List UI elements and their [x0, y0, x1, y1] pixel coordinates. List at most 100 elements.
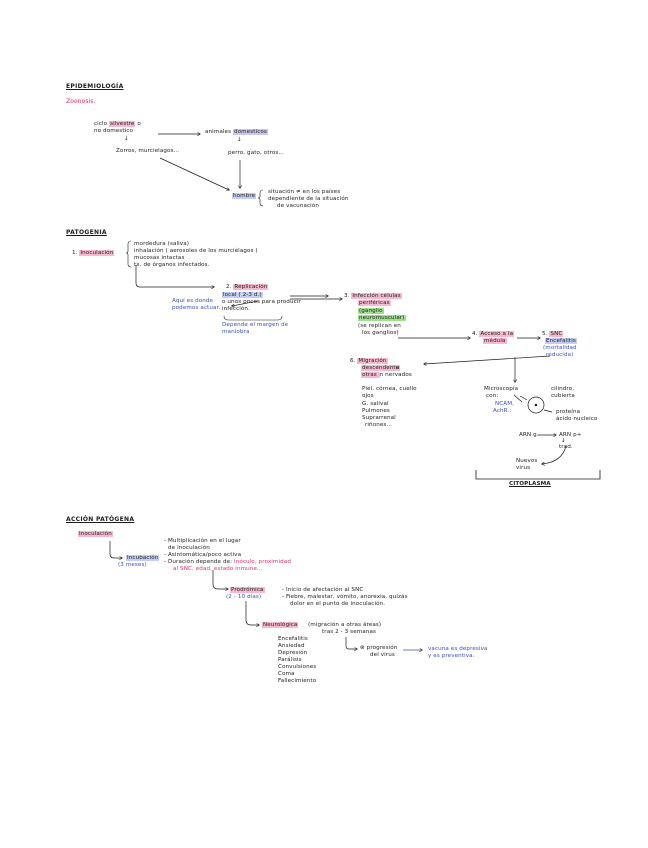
ino-line2: de inoculación — [168, 545, 210, 551]
inoculacion-label: Inoculación — [78, 531, 113, 537]
incub-time: (3 meses) — [118, 562, 147, 568]
zorros-text: Zorros, murcielagos... — [116, 148, 180, 154]
arrow-incub-prodro — [212, 570, 228, 589]
step6-line2: descendente — [361, 365, 401, 371]
hombre-text: hombre — [232, 193, 257, 199]
nuevos-line1: Nuevos — [516, 458, 538, 464]
micro-line3: NCAM, — [495, 401, 515, 407]
step2-line3: infección. — [222, 306, 250, 312]
cell-line3: proteína — [556, 409, 581, 415]
arrow-neuro-progresion — [345, 637, 357, 649]
arrow-prodro-neuro — [245, 601, 259, 625]
animales-domesticos-text: animales domesticos — [205, 129, 268, 135]
step4-line2: médula — [483, 338, 507, 344]
nuevos-line2: virus — [516, 465, 531, 471]
step6-migracion: 6. Migración — [350, 358, 388, 364]
neuro-item-5: Coma — [278, 671, 295, 677]
arrow-snc-migracion — [424, 355, 551, 364]
step1-inoculacion: 1. Inoculación — [72, 250, 115, 256]
cell-line2: cubierta — [551, 393, 575, 399]
step6-line3: a — [394, 365, 400, 371]
brace-depende — [223, 315, 283, 321]
neuro-item-2: Depresión — [278, 650, 308, 656]
neuro-line1: (migración a otras áreas) — [308, 622, 382, 628]
step5-line3: (mortalidad — [543, 345, 577, 351]
circle-line1: ⊗ progresión — [360, 645, 398, 651]
ino-line1: - Multiplicación en el lugar — [164, 538, 241, 544]
circle-line2: del virus — [370, 652, 395, 658]
step5-snc: 5. SNC — [542, 331, 564, 337]
micro-line4: AchR.. — [493, 408, 512, 414]
perro-text: perro, gato, otros... — [228, 150, 285, 156]
cell-line1: cilindro, — [551, 386, 575, 392]
section-title-accion-patogena: ACCIÓN PATÓGENA — [66, 516, 135, 523]
step3-infeccion: 3. Infección células — [344, 293, 402, 299]
rna-out: ARN p+ — [559, 432, 582, 438]
mig-item-0: Piel, córnea, cuello — [362, 386, 417, 392]
prodro-time: (2 - 10 días) — [226, 594, 262, 600]
step2-line1: local ( 2-3 d.) — [222, 292, 263, 298]
micro-line1: Microscopía — [484, 386, 519, 392]
vacuna-line1: vacuna es depresiva — [428, 646, 488, 652]
mig-item-1: ojos — [362, 393, 374, 399]
section-title-epidemiologia: EPIDEMIOLOGÍA — [66, 83, 124, 90]
mig-item-3: Pulmones — [362, 408, 390, 414]
virus-cell-circle — [527, 396, 545, 414]
cell-line4: ácido nucleico — [556, 416, 598, 422]
step3-line6: los ganglios) — [362, 330, 399, 336]
step1-item-3: tx. de órganos infectados. — [134, 262, 210, 268]
incub-line3: al SNC, edad, estado inmune... — [173, 566, 263, 572]
situacion-line3: de vacunación — [277, 203, 319, 209]
zoonosis-label: Zoonosis. — [66, 98, 96, 105]
line-cell-cilindro — [519, 395, 528, 401]
section-title-patogenia: PATOGENIA — [66, 229, 107, 236]
mig-item-5: riñones... — [365, 422, 393, 428]
prodromica-label: Prodrómica — [230, 587, 265, 593]
vacuna-line2: y es preventiva. — [428, 653, 475, 659]
incubacion-label: Incubación — [126, 555, 160, 561]
step1-item-2: mucosas intactas — [134, 255, 185, 261]
neuro-item-0: Encefalitis — [278, 636, 308, 642]
step3-line2: periféricas — [358, 300, 391, 306]
prodro-line1: - Inicio de afectación al SNC — [282, 587, 364, 593]
neuro-item-3: Parálisis — [278, 657, 302, 663]
step3-line3: (ganglio — [358, 308, 384, 314]
depende-line2: maniobra — [222, 329, 250, 335]
arrow-inoc-incub — [109, 541, 122, 558]
mig-item-2: G. salival — [362, 401, 389, 407]
step6-line4: otras n nervados — [361, 372, 412, 378]
bracket-citoplasma — [475, 470, 601, 480]
rna-out3: trad. — [559, 444, 573, 450]
citoplasma-label: CITOPLASMA — [509, 481, 551, 487]
depende-line1: Depende el margen de — [222, 322, 289, 328]
ciclo-line2: no domestico — [94, 128, 133, 134]
rna-out2: ↓ — [561, 438, 566, 444]
step1-item-0: mordedura (saliva) — [134, 241, 190, 247]
neuro-item-4: Convulsiones — [278, 664, 317, 670]
step5-line2: Encefalitis — [545, 338, 577, 344]
step3-line4: neuromuscular) — [358, 315, 406, 321]
situacion-line2: dependiente de la situación — [268, 196, 349, 202]
situacion-line1: situación ≠ en los países — [268, 189, 341, 195]
step3-line5: (se replican en — [358, 323, 401, 329]
neurologica-label: Neurológica — [262, 622, 299, 628]
animales-down-arrow: ↓ — [237, 137, 242, 143]
step4-acceso: 4. Acceso a la — [472, 331, 515, 337]
mig-item-4: Suprarrenal — [362, 415, 396, 421]
line-to-cell — [513, 394, 523, 403]
line-cell-proteina — [543, 409, 553, 413]
incub-line1: - Asintomática/poco activa — [164, 552, 242, 558]
aqui-line1: Aquí es donde — [172, 298, 214, 304]
incub-line2: - Duración depende de: inóculo, proximid… — [164, 559, 291, 565]
rna-line: ARN g. — [519, 432, 539, 438]
neuro-item-6: Fallecimiento — [278, 678, 317, 684]
arrow-zorros-hombre — [159, 157, 229, 190]
micro-line2: con: — [486, 393, 499, 399]
neuro-item-1: Ansiedad — [278, 643, 305, 649]
neuro-line2: tras 2 - 3 semanas — [322, 629, 377, 635]
left-down-arrow: ↓ — [124, 136, 129, 142]
aqui-line2: podemos actuar. — [172, 305, 221, 311]
step1-item-1: inhalación ( aerosoles de los murciélago… — [134, 248, 258, 254]
step2-line2: o unos pocos para producir — [222, 299, 301, 305]
